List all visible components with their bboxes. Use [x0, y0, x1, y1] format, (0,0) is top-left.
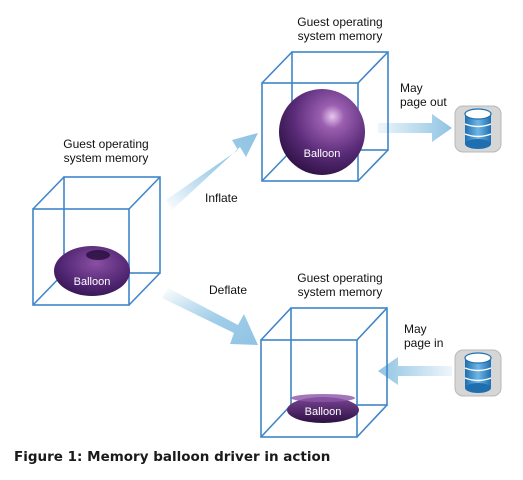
- page-in-label-2: page in: [404, 336, 443, 350]
- balloon-label-left: Balloon: [74, 276, 111, 288]
- memory-label-left-1: Guest operating: [63, 137, 148, 151]
- figure-caption: Figure 1: Memory balloon driver in actio…: [14, 449, 331, 465]
- memory-label-left-2: system memory: [64, 151, 149, 165]
- memory-label-top-1: Guest operating: [297, 15, 382, 29]
- balloon-torus: [54, 246, 130, 296]
- inflate-label: Inflate: [205, 191, 238, 205]
- deflate-arrow: [162, 288, 258, 345]
- cube-left: [32, 176, 161, 306]
- balloon-label-bottom: Balloon: [305, 406, 342, 418]
- disk-icon-page-out: [454, 105, 502, 153]
- page-out-label-2: page out: [400, 95, 447, 109]
- memory-label-bottom-2: system memory: [298, 285, 383, 299]
- balloon-flat: [287, 394, 359, 423]
- memory-label-top-2: system memory: [298, 29, 383, 43]
- memory-label-bottom-1: Guest operating: [297, 271, 382, 285]
- disk-icon-page-in: [454, 349, 502, 397]
- cube-bottom: [260, 307, 388, 438]
- page-in-arrow: [378, 357, 452, 385]
- page-out-arrow: [378, 114, 452, 142]
- inflate-arrow: [166, 133, 258, 210]
- deflate-label: Deflate: [209, 283, 247, 297]
- page-in-label-1: May: [404, 322, 427, 336]
- page-out-label-1: May: [400, 81, 423, 95]
- balloon-sphere: [279, 89, 365, 175]
- balloon-label-top: Balloon: [304, 148, 341, 160]
